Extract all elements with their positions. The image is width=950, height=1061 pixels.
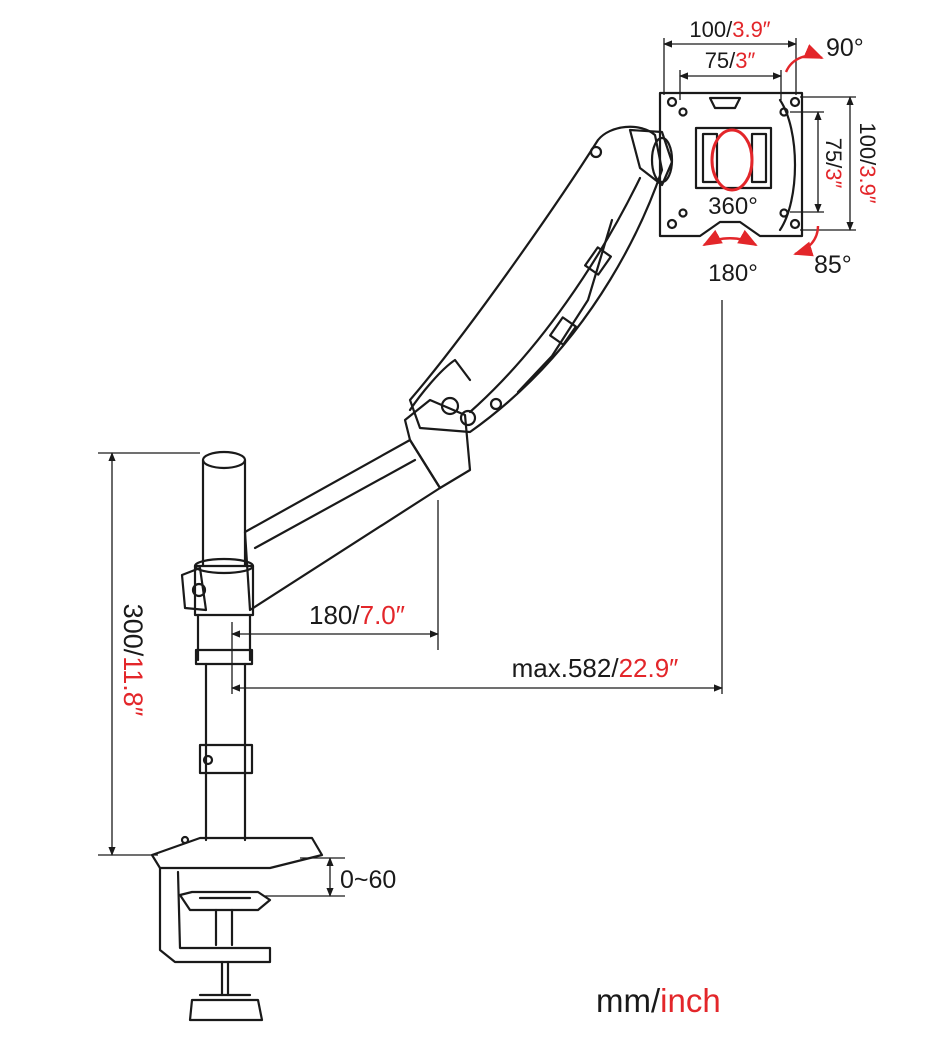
vesa-inner-v-label: 75/3″ [821,138,846,189]
vesa-outer-v-label: 100/3.9″ [855,122,880,203]
rotation-arrows [702,44,824,257]
tilt-up-arrow [784,44,824,73]
vesa-plate [658,91,804,238]
clamp-range-label: 0~60 [340,866,396,894]
desk-clamp [150,835,324,1022]
vesa-inner-h-label: 75/3″ [705,48,756,73]
lower-arm [243,438,442,612]
pole [180,450,255,842]
tilt-down-arrow [793,225,820,257]
swivel-arrow [702,229,758,247]
upper-arm [408,125,664,434]
tilt-joint [628,128,674,187]
labels: 100/3.9″ 75/3″ 90° 85° 360° 180° 100/3.9… [118,17,880,1019]
elbow-joint [403,398,472,490]
pole-height-label: 300/11.8″ [118,604,148,717]
rotate-label: 360° [708,193,758,220]
monitor-arm-drawing [150,91,804,1022]
dimension-lines [98,38,856,897]
tilt-up-label: 90° [826,34,864,62]
tilt-down-label: 85° [814,251,852,279]
rotation-360-marker [710,128,754,192]
vesa-outer-h-label: 100/3.9″ [689,17,770,42]
lower-arm-label: 180/7.0″ [309,600,405,630]
max-reach-label: max.582/22.9″ [512,653,679,683]
units-label: mm/inch [596,982,721,1019]
swivel-label: 180° [708,260,758,287]
